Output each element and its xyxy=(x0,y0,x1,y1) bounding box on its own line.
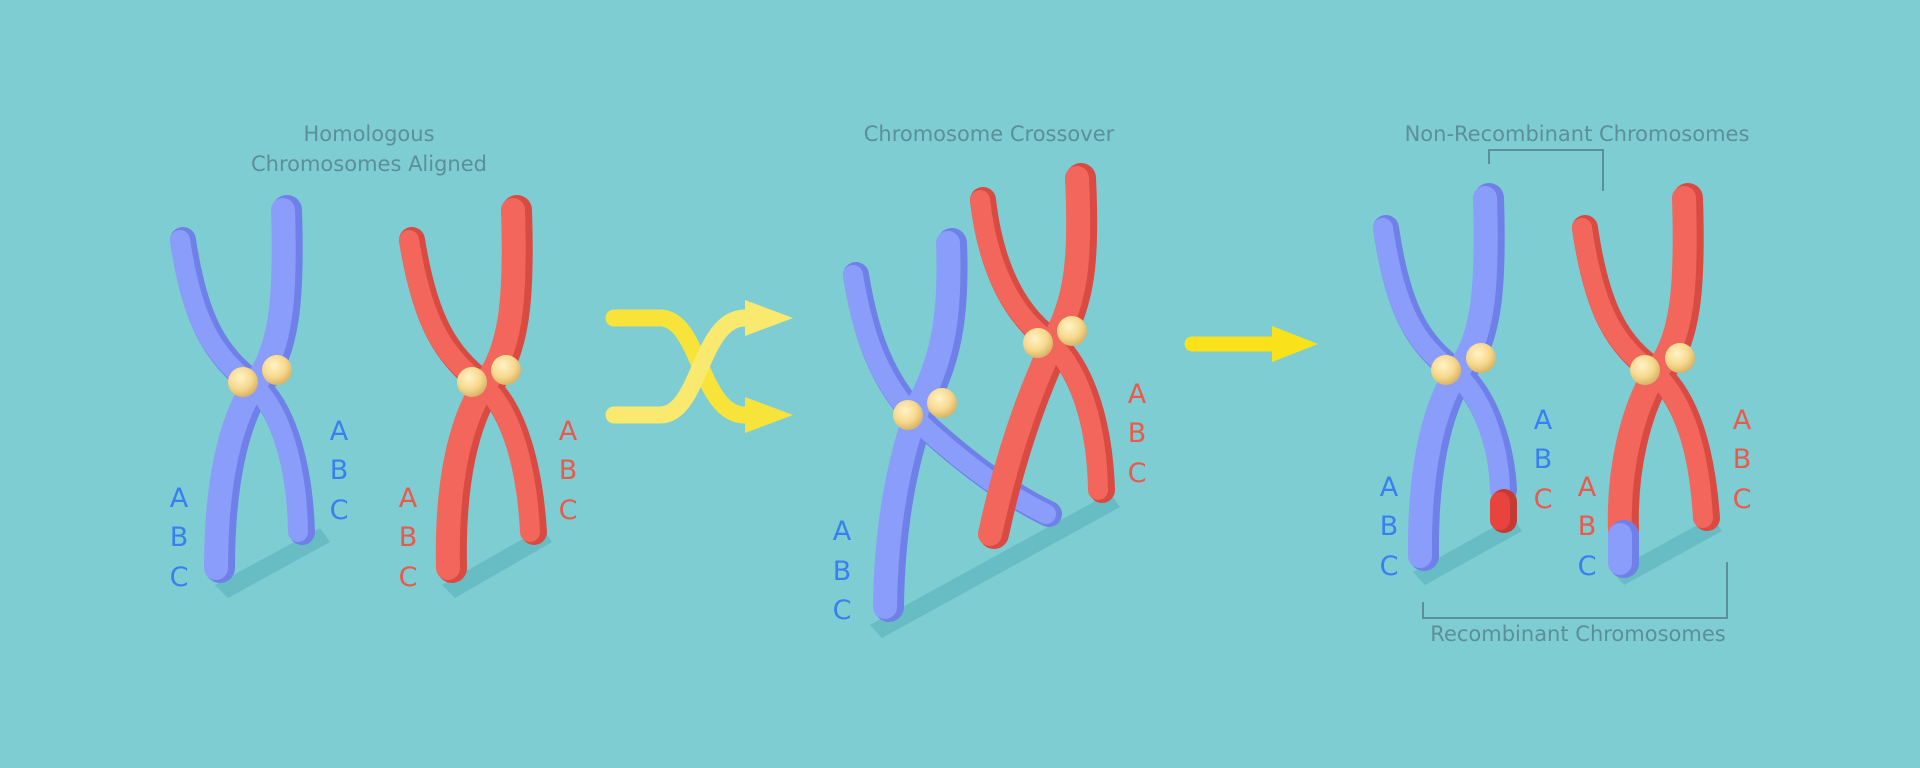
gene-label: C xyxy=(1578,551,1597,582)
blue-chromosome-aligned xyxy=(170,195,330,598)
gene-label: B xyxy=(330,455,349,486)
centromere-bead xyxy=(1431,355,1461,385)
gene-label: C xyxy=(1733,484,1752,515)
recombinant-label: Recombinant Chromosomes xyxy=(1430,622,1725,646)
genes-blue-crossover: A B C xyxy=(833,516,852,626)
gene-label: B xyxy=(1534,444,1553,475)
gene-label: B xyxy=(559,455,578,486)
blue-chromosome-result xyxy=(1373,183,1522,585)
centromere-bead xyxy=(1466,343,1496,373)
centromere-bead xyxy=(1023,328,1053,358)
crossover-title: Chromosome Crossover xyxy=(864,122,1115,146)
aligned-title-line1: Homologous xyxy=(303,122,434,146)
gene-label: B xyxy=(1380,511,1399,542)
gene-label: C xyxy=(170,562,189,593)
gene-label: C xyxy=(1380,551,1399,582)
gene-label: A xyxy=(559,416,578,447)
gene-label: B xyxy=(1578,511,1597,542)
genes-red-right-result: A B C xyxy=(1733,405,1752,515)
gene-label: A xyxy=(1534,405,1553,436)
centromere-bead xyxy=(457,367,487,397)
gene-label: B xyxy=(170,522,189,553)
non-recombinant-bracket xyxy=(1488,149,1604,191)
genes-blue-left-result: A B C xyxy=(1380,472,1399,582)
gene-label: C xyxy=(330,495,349,526)
panel-aligned: Homologous Chromosomes Aligned xyxy=(170,122,578,598)
gene-label: A xyxy=(1733,405,1752,436)
arrow-right-icon xyxy=(1184,326,1318,362)
red-chromosome-aligned xyxy=(399,195,552,598)
blue-chromosome-crossover xyxy=(843,228,1062,622)
red-chromosome-result xyxy=(1572,183,1722,585)
gene-label: B xyxy=(1128,418,1147,449)
gene-label: C xyxy=(1128,458,1147,489)
genes-blue-right-result: A B C xyxy=(1534,405,1553,515)
gene-label: B xyxy=(833,556,852,587)
aligned-title-line2: Chromosomes Aligned xyxy=(251,152,487,176)
centromere-bead xyxy=(1665,343,1695,373)
genes-blue-right-aligned: A B C xyxy=(330,416,349,526)
gene-label: B xyxy=(1733,444,1752,475)
centromere-bead xyxy=(491,355,521,385)
centromere-bead xyxy=(893,400,923,430)
centromere-bead xyxy=(228,367,258,397)
genes-red-crossover: A B C xyxy=(1128,379,1147,489)
gene-label: C xyxy=(833,595,852,626)
panel-result: Non-Recombinant Chromosomes xyxy=(1373,122,1752,646)
gene-label: A xyxy=(399,483,418,514)
floor-shadow xyxy=(870,493,1120,638)
gene-label: A xyxy=(833,516,852,547)
gene-label: A xyxy=(1380,472,1399,503)
centromere-bead xyxy=(262,355,292,385)
centromere-bead xyxy=(1057,316,1087,346)
recombinant-bracket xyxy=(1422,562,1728,619)
crossover-arrow-icon xyxy=(605,300,793,433)
genes-red-right-aligned: A B C xyxy=(559,416,578,526)
gene-label: C xyxy=(559,495,578,526)
gene-label: A xyxy=(1128,379,1147,410)
gene-label: A xyxy=(1578,472,1597,503)
gene-label: C xyxy=(1534,484,1553,515)
genes-red-left-result: A B C xyxy=(1578,472,1597,582)
gene-label: A xyxy=(330,416,349,447)
non-recombinant-label: Non-Recombinant Chromosomes xyxy=(1405,122,1750,146)
genes-blue-left-aligned: A B C xyxy=(170,483,189,593)
gene-label: A xyxy=(170,483,189,514)
panel-crossover: Chromosome Crossover A B C A B C xyxy=(833,122,1147,638)
genes-red-left-aligned: A B C xyxy=(399,483,418,593)
centromere-bead xyxy=(1630,355,1660,385)
gene-label: B xyxy=(399,522,418,553)
gene-label: C xyxy=(399,562,418,593)
centromere-bead xyxy=(927,388,957,418)
